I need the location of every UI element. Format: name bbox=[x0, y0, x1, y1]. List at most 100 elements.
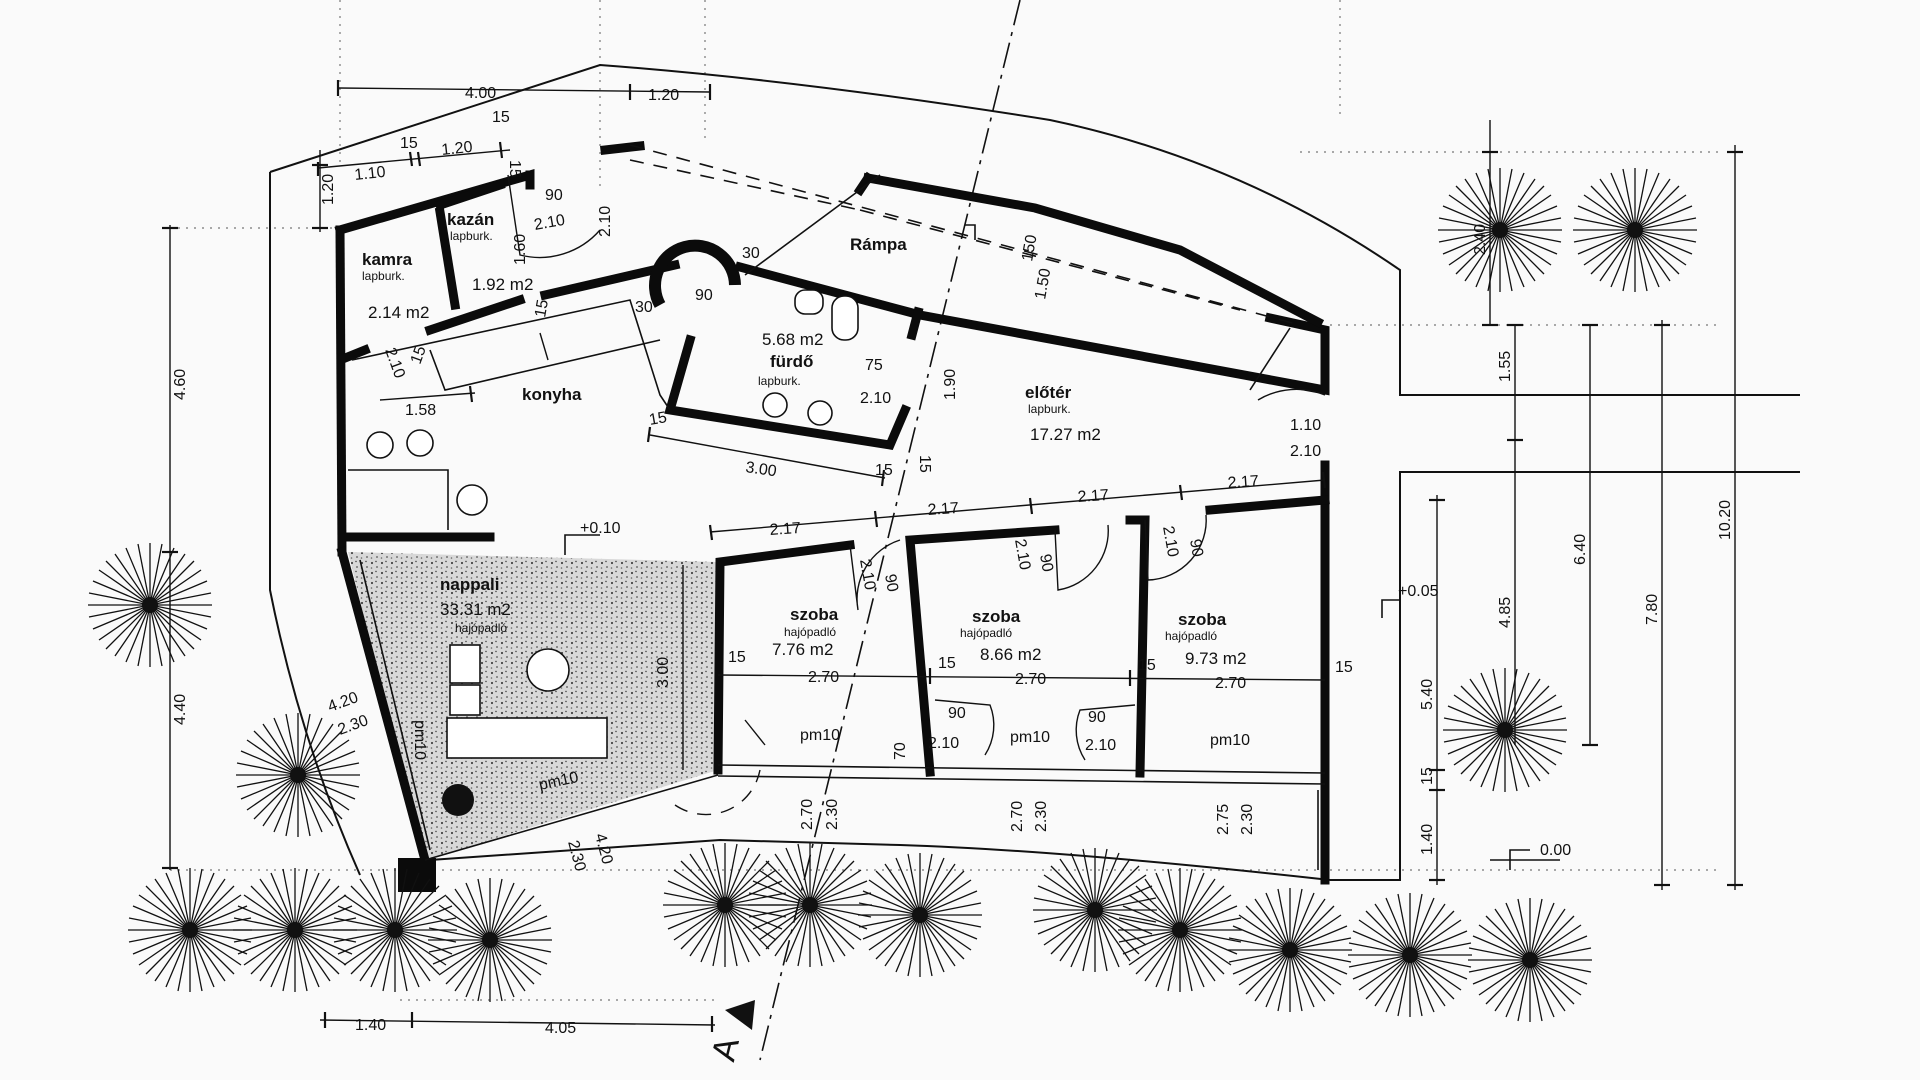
dim-label: 2.10 bbox=[1159, 525, 1181, 559]
dim-label: 30 bbox=[635, 299, 653, 316]
tree bbox=[1117, 867, 1243, 993]
room-finish-szoba-3: hajópadló bbox=[1165, 629, 1217, 643]
room-finish-eloter: lapburk. bbox=[1028, 402, 1071, 416]
tree bbox=[1347, 892, 1473, 1018]
dim-label: 2.30 bbox=[1239, 804, 1256, 835]
dim-label: 2.10 bbox=[1085, 737, 1116, 754]
dim-label: 4.05 bbox=[545, 1020, 576, 1037]
parapet-szoba-2: pm10 bbox=[1010, 729, 1050, 746]
dim-label: 1.55 bbox=[1497, 351, 1514, 382]
dim-label: 5.40 bbox=[1419, 679, 1436, 710]
window-walls bbox=[359, 559, 1326, 870]
dim-label: 6.40 bbox=[1572, 534, 1589, 565]
dim-label: 15 bbox=[938, 655, 956, 672]
room-name-kazan: kazán bbox=[447, 210, 494, 229]
trees bbox=[87, 167, 1698, 1023]
dim-label: 1.10 bbox=[354, 164, 387, 184]
site-outline bbox=[269, 63, 1800, 881]
dim-label: 1.20 bbox=[441, 139, 474, 159]
dim-label: 90 bbox=[881, 573, 901, 594]
room-area-eloter: 17.27 m2 bbox=[1030, 425, 1101, 444]
dim-label: 4.20 bbox=[591, 832, 616, 867]
level-entrance: +0.05 bbox=[1398, 583, 1439, 600]
room-finish-nappali: hajópadló bbox=[455, 621, 507, 635]
dim-label: 3.00 bbox=[744, 459, 777, 480]
room-labels: kamra lapburk. 2.14 m2 kazán lapburk. 1.… bbox=[362, 210, 1246, 668]
room-name-szoba-2: szoba bbox=[972, 607, 1021, 626]
dim-label: 1.60 bbox=[512, 234, 529, 265]
tree bbox=[1227, 887, 1353, 1013]
tree bbox=[1442, 667, 1568, 793]
dim-label: 2.30 bbox=[1033, 801, 1050, 832]
dim-label: 10.20 bbox=[1717, 500, 1734, 540]
dim-label: 2.10 bbox=[856, 558, 878, 592]
room-finish-kazan: lapburk. bbox=[450, 229, 493, 243]
ramp bbox=[629, 144, 1301, 391]
room-name-konyha: konyha bbox=[522, 385, 582, 404]
room-area-szoba-2: 8.66 m2 bbox=[980, 645, 1041, 664]
dim-label: 2.10 bbox=[1011, 538, 1033, 572]
dim-label: 15 bbox=[916, 455, 933, 473]
dimension-labels: 4.00 1.20 15 15 1.10 1.20 1.20 4.60 4.40… bbox=[172, 85, 1734, 1037]
dim-label: 4.40 bbox=[172, 694, 189, 725]
dim-label: 4.20 bbox=[326, 689, 361, 716]
room-name-furdo: fürdő bbox=[770, 352, 813, 371]
dim-label: 1.50 bbox=[1032, 267, 1054, 301]
dim-label: 4.85 bbox=[1497, 597, 1514, 628]
dim-label: 90 bbox=[948, 705, 966, 722]
parapet-nappali-1: pm10 bbox=[411, 720, 428, 760]
nappali-floor bbox=[348, 552, 718, 860]
parapet-szoba-3: pm10 bbox=[1210, 732, 1250, 749]
tree bbox=[87, 542, 213, 668]
dim-label: 90 bbox=[545, 187, 563, 204]
room-area-furdo: 5.68 m2 bbox=[762, 330, 823, 349]
dim-label: 15 bbox=[506, 160, 523, 178]
dim-label: 90 bbox=[695, 287, 713, 304]
room-area-szoba-1: 7.76 m2 bbox=[772, 640, 833, 659]
dim-label: 2.30 bbox=[824, 799, 841, 830]
room-name-kamra: kamra bbox=[362, 250, 413, 269]
dim-label: 3.00 bbox=[655, 657, 672, 688]
dim-label: 15 bbox=[408, 344, 430, 367]
dim-label: 4.60 bbox=[172, 369, 189, 400]
dim-label: 1.40 bbox=[1419, 824, 1436, 855]
dim-label: 2.70 bbox=[1215, 675, 1246, 692]
dim-label: 15 bbox=[728, 649, 746, 666]
dim-label: 90 bbox=[1036, 553, 1056, 574]
dim-label: 1.40 bbox=[355, 1017, 386, 1034]
dim-label: 2.10 bbox=[381, 346, 408, 381]
dim-label: 2.10 bbox=[860, 390, 891, 407]
dim-label: 1.10 bbox=[1290, 417, 1321, 434]
room-area-szoba-3: 9.73 m2 bbox=[1185, 649, 1246, 668]
dim-label: 2.30 bbox=[564, 839, 589, 874]
dim-label: 1.90 bbox=[942, 369, 959, 400]
dim-label: 15 bbox=[492, 109, 510, 126]
dim-label: 2.75 bbox=[1215, 804, 1232, 835]
room-area-kazan: 1.92 m2 bbox=[472, 275, 533, 294]
room-area-nappali: 33.31 m2 bbox=[440, 600, 511, 619]
room-area-kamra: 2.14 m2 bbox=[368, 303, 429, 322]
room-name-szoba-3: szoba bbox=[1178, 610, 1227, 629]
room-name-nappali: nappali bbox=[440, 575, 500, 594]
dim-label: 15 bbox=[400, 135, 418, 152]
round-tower bbox=[649, 239, 741, 308]
tree bbox=[747, 842, 873, 968]
dim-label: 1.20 bbox=[320, 174, 337, 205]
tree bbox=[1572, 167, 1698, 293]
dim-label: 2.30 bbox=[336, 712, 371, 739]
tree bbox=[857, 852, 983, 978]
room-finish-kamra: lapburk. bbox=[362, 269, 405, 283]
dim-label: 15 bbox=[1419, 767, 1436, 785]
fixtures bbox=[348, 289, 859, 816]
room-name-rampa: Rámpa bbox=[850, 235, 907, 254]
level-main: +0.10 bbox=[580, 520, 621, 537]
room-finish-szoba-2: hajópadló bbox=[960, 626, 1012, 640]
dim-label: 2.70 bbox=[1009, 801, 1026, 832]
dim-label: 15 bbox=[875, 462, 893, 479]
dim-label: 2.10 bbox=[597, 206, 614, 237]
tree bbox=[427, 877, 553, 1003]
dim-label: 30 bbox=[742, 245, 760, 262]
dim-label: 2.10 bbox=[1290, 443, 1321, 460]
dim-label: 2.40 bbox=[1472, 224, 1489, 255]
